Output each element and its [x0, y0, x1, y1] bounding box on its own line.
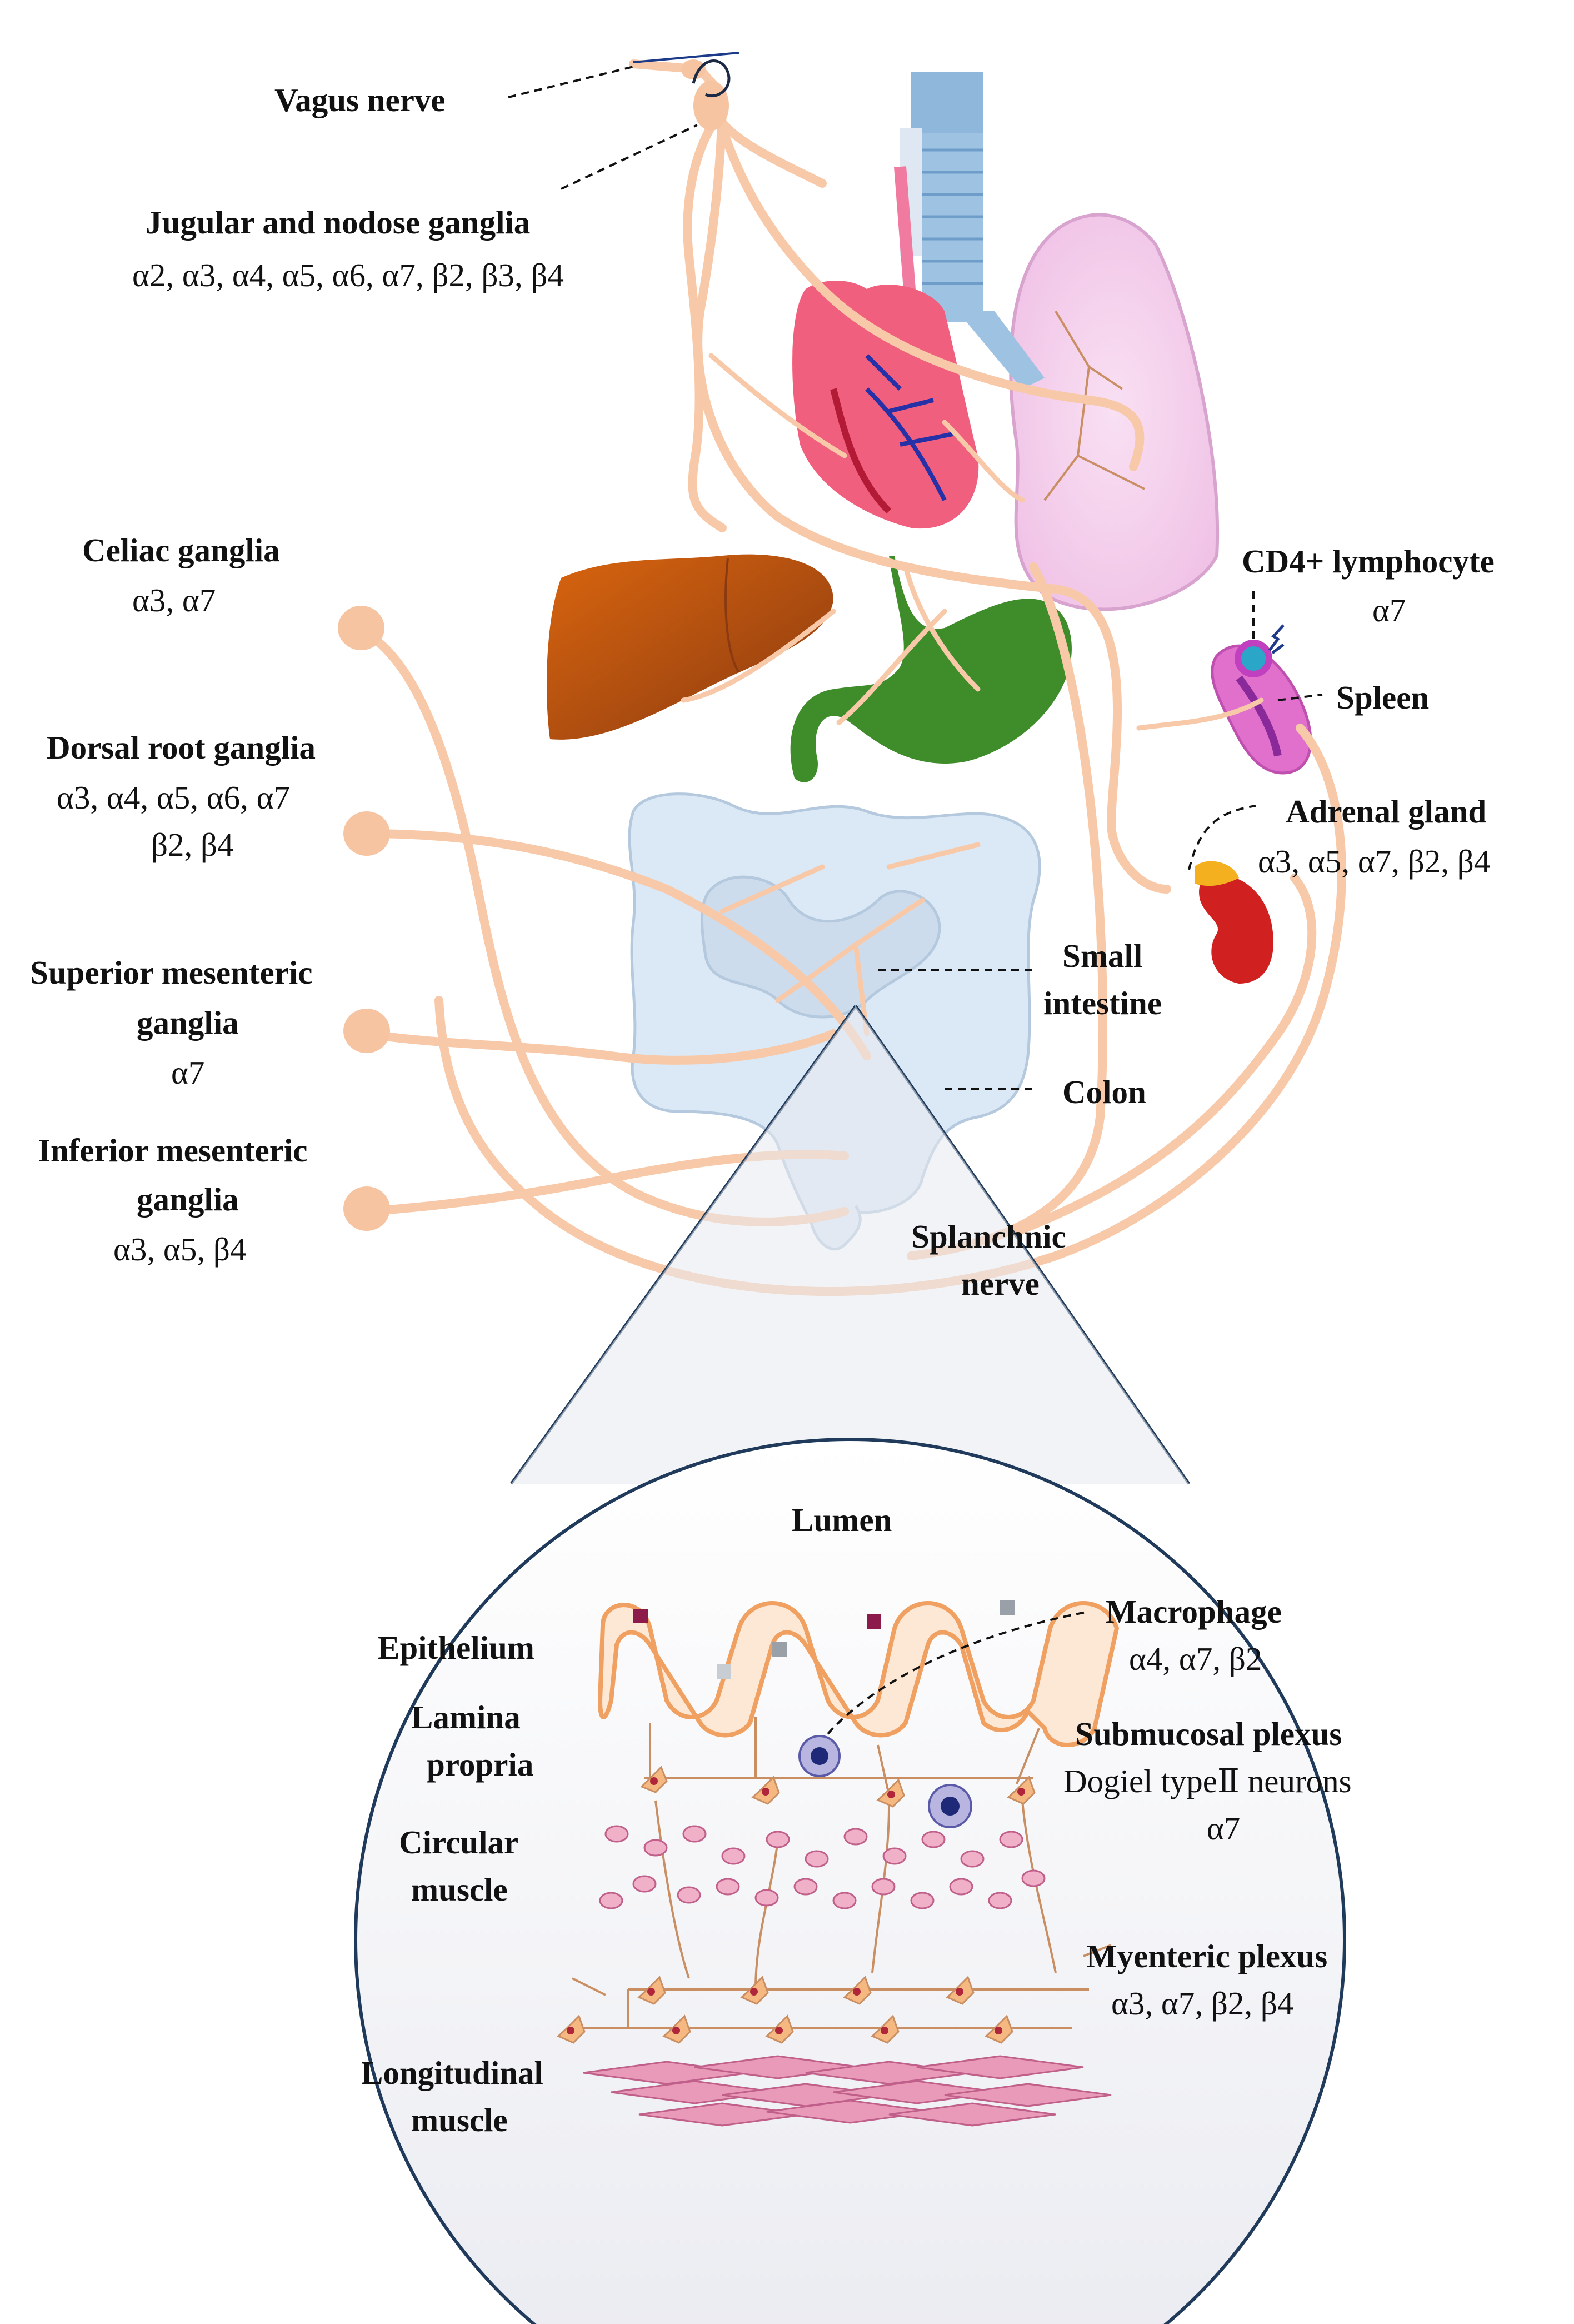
- circular-muscle-cells: [599, 1825, 1046, 1909]
- leader-lines: [508, 66, 1323, 1735]
- adrenal-gland-label: Adrenal gland: [1286, 793, 1486, 830]
- inf-mesenteric-receptors: α3, α5, β4: [113, 1231, 246, 1268]
- sup-mesenteric-label-2: ganglia: [137, 1004, 239, 1041]
- epithelium-label: Epithelium: [378, 1629, 534, 1666]
- magnifier-cone: [509, 1005, 1191, 1485]
- cd4-lymphocyte-label: CD4+ lymphocyte: [1242, 543, 1495, 580]
- myenteric-plexus-label: Myenteric plexus: [1086, 1938, 1327, 1974]
- drg-receptors-1: α3, α4, α5, α6, α7: [57, 779, 290, 816]
- lamina-propria-label-2: propria: [427, 1746, 533, 1783]
- inf-mesenteric-label-1: Inferior mesenteric: [38, 1132, 307, 1169]
- small-intestine-label-1: Small: [1062, 937, 1142, 974]
- small-intestine-label-2: intestine: [1043, 985, 1162, 1021]
- lamina-propria-label-1: Lamina: [411, 1699, 521, 1735]
- myenteric-plexus-receptors: α3, α7, β2, β4: [1111, 1985, 1293, 2022]
- submucosal-plexus-label: Submucosal plexus: [1075, 1715, 1342, 1752]
- epithelium-villi: [597, 1600, 1120, 1747]
- colon-label: Colon: [1062, 1074, 1146, 1110]
- longitudinal-muscle-label-2: muscle: [411, 2102, 508, 2138]
- intestine-icon: [628, 792, 1041, 1251]
- drg-label: Dorsal root ganglia: [47, 729, 316, 766]
- drg-receptors-2: β2, β4: [151, 826, 234, 863]
- circular-muscle-label-1: Circular: [399, 1824, 518, 1861]
- inf-mesenteric-label-2: ganglia: [137, 1181, 239, 1218]
- sup-mesenteric-receptors: α7: [171, 1054, 204, 1091]
- spleen-label: Spleen: [1336, 679, 1429, 716]
- macrophage-label: Macrophage: [1106, 1593, 1282, 1630]
- longitudinal-muscle-label-1: Longitudinal: [361, 2054, 543, 2091]
- submucosal-plexus-subtitle: Dogiel typeⅡ neurons: [1063, 1763, 1352, 1799]
- jugular-ganglia-receptors: α2, α3, α4, α5, α6, α7, β2, β3, β4: [132, 257, 564, 293]
- liver-icon: [547, 554, 833, 740]
- sup-mesenteric-label-1: Superior mesenteric: [30, 954, 312, 991]
- neuron-network: [557, 1717, 1112, 2044]
- cd4-lymphocyte-receptors: α7: [1372, 592, 1406, 629]
- vagus-nerve-label: Vagus nerve: [274, 82, 446, 118]
- splanchnic-nerve-label-2: nerve: [961, 1265, 1040, 1302]
- circular-muscle-label-2: muscle: [411, 1871, 508, 1908]
- spleen-icon: [1211, 624, 1312, 775]
- longitudinal-muscle-cells: [583, 2055, 1112, 2127]
- adrenal-gland-receptors: α3, α5, α7, β2, β4: [1258, 843, 1490, 880]
- jugular-ganglia-label: Jugular and nodose ganglia: [146, 204, 530, 241]
- splanchnic-nerve-label-1: Splanchnic: [911, 1218, 1066, 1255]
- heart-icon: [792, 166, 979, 529]
- macrophage-receptors: α4, α7, β2: [1129, 1640, 1262, 1677]
- lung-icon: [1009, 213, 1220, 611]
- celiac-ganglia-receptors: α3, α7: [132, 582, 216, 619]
- macrophage-cell: [798, 1735, 972, 1828]
- submucosal-plexus-receptors: α7: [1207, 1810, 1240, 1847]
- lumen-label: Lumen: [792, 1502, 892, 1538]
- celiac-ganglia-label: Celiac ganglia: [82, 532, 280, 568]
- kidney-icon: [1195, 861, 1273, 984]
- stomach-icon: [790, 556, 1072, 782]
